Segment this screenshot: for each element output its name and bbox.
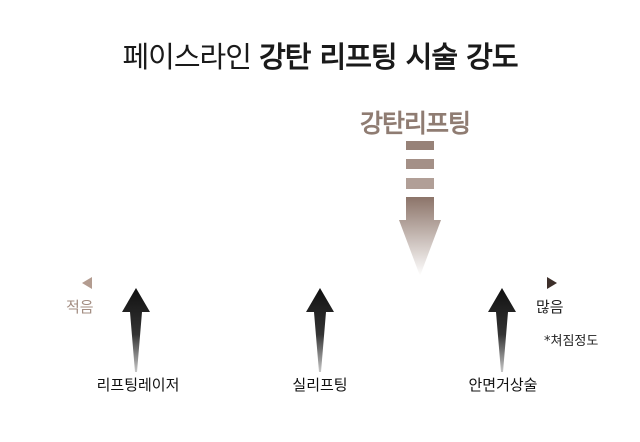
marker-label-3: 안면거상술: [468, 376, 538, 394]
up-arrow-2: [306, 288, 334, 372]
marker-label-1: 리프팅레이저: [96, 376, 180, 394]
highlight-down-arrow: [399, 141, 441, 276]
highlight-label: 강탄리프팅: [359, 109, 471, 138]
up-arrow-3: [488, 288, 516, 372]
title-bold: 강탄 리프팅 시술 강도: [259, 40, 518, 74]
scale-axis: [82, 277, 557, 289]
scale-left-label: 적음: [66, 298, 94, 316]
title-light: 페이스라인: [122, 40, 251, 74]
scale-note: *쳐짐정도: [544, 334, 599, 349]
scale-right-label: 많음: [536, 298, 564, 316]
marker-label-2: 실리프팅: [292, 376, 348, 394]
diagram-title: 페이스라인 강탄 리프팅 시술 강도: [0, 34, 640, 76]
axis-right-arrowhead: [547, 277, 557, 289]
up-arrow-1: [122, 288, 150, 372]
axis-left-arrowhead: [82, 277, 92, 289]
